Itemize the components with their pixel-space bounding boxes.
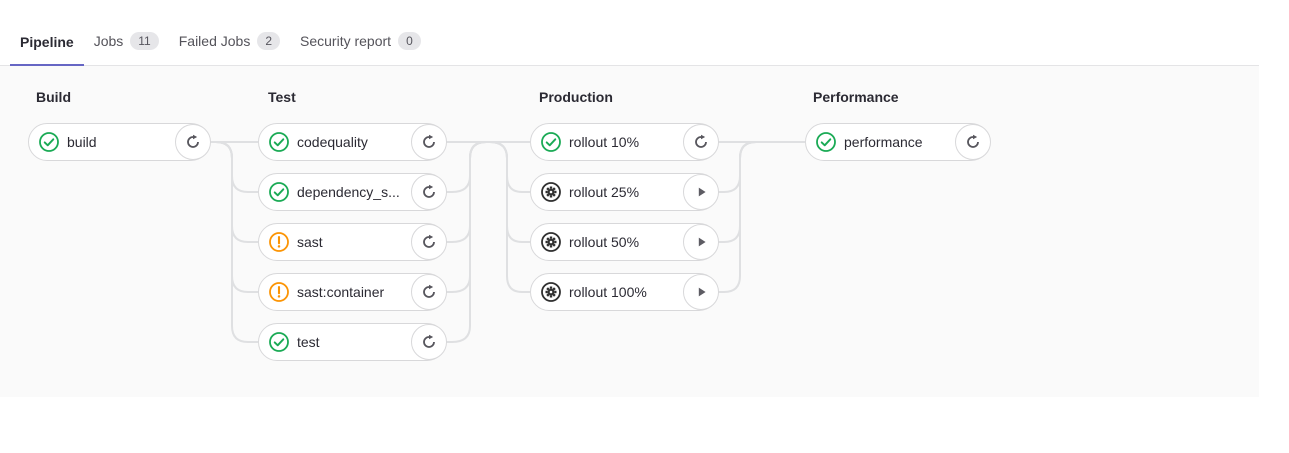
job-label: rollout 10% <box>569 134 640 150</box>
play-icon <box>698 187 706 197</box>
play-rollout-25-button[interactable] <box>683 174 719 210</box>
stage-heading-test: Test <box>268 89 296 105</box>
retry-dependency-scanning-button[interactable] <box>411 174 447 210</box>
retry-build-button[interactable] <box>175 124 211 160</box>
job-label: sast:container <box>297 284 385 300</box>
retry-icon <box>423 184 435 198</box>
retry-rollout-10-button[interactable] <box>683 124 719 160</box>
job-label: rollout 25% <box>569 184 640 200</box>
pipeline-tabbar: Pipeline Jobs 11 Failed Jobs 2 Security … <box>0 0 1259 66</box>
job-rollout-100[interactable]: rollout 100% <box>530 273 719 311</box>
status-manual-gear-icon <box>540 281 562 303</box>
retry-icon <box>187 134 199 148</box>
status-success-icon <box>816 132 836 152</box>
play-icon <box>698 287 706 297</box>
retry-icon <box>423 334 435 348</box>
retry-icon <box>423 284 435 298</box>
job-build[interactable]: build <box>28 123 211 161</box>
tab-security-report[interactable]: Security report 0 <box>290 31 431 65</box>
job-label: build <box>67 134 97 150</box>
job-label: rollout 50% <box>569 234 640 250</box>
status-success-icon <box>39 132 59 152</box>
job-label: performance <box>844 134 923 150</box>
job-sast-container[interactable]: sast:container <box>258 273 447 311</box>
retry-icon <box>967 134 979 148</box>
play-icon <box>698 237 706 247</box>
stage-heading-performance: Performance <box>813 89 899 105</box>
retry-icon <box>423 234 435 248</box>
retry-icon <box>423 134 435 148</box>
retry-test-button[interactable] <box>411 324 447 360</box>
retry-performance-button[interactable] <box>955 124 991 160</box>
status-success-icon <box>541 132 561 152</box>
stage-heading-production: Production <box>539 89 613 105</box>
job-codequality[interactable]: codequality <box>258 123 447 161</box>
play-rollout-100-button[interactable] <box>683 274 719 310</box>
status-success-icon <box>269 332 289 352</box>
tab-pipeline-label: Pipeline <box>20 34 74 50</box>
tab-pipeline[interactable]: Pipeline <box>10 34 84 66</box>
job-label: rollout 100% <box>569 284 647 300</box>
failed-jobs-count-badge: 2 <box>257 31 281 50</box>
status-manual-gear-icon <box>540 231 562 253</box>
job-sast[interactable]: sast <box>258 223 447 261</box>
tab-jobs[interactable]: Jobs 11 <box>84 31 169 65</box>
job-label: dependency_s... <box>297 184 400 200</box>
tab-security-report-label: Security report <box>300 32 392 49</box>
status-warning-icon <box>268 281 290 303</box>
job-label: test <box>297 334 320 350</box>
stage-heading-build: Build <box>36 89 71 105</box>
tab-failed-jobs-label: Failed Jobs <box>178 32 251 49</box>
job-rollout-25[interactable]: rollout 25% <box>530 173 719 211</box>
status-success-icon <box>269 182 289 202</box>
status-success-icon <box>269 132 289 152</box>
retry-sast-container-button[interactable] <box>411 274 447 310</box>
tab-jobs-label: Jobs <box>93 32 124 49</box>
jobs-count-badge: 11 <box>130 31 159 50</box>
job-performance[interactable]: performance <box>805 123 991 161</box>
retry-sast-button[interactable] <box>411 224 447 260</box>
play-rollout-50-button[interactable] <box>683 224 719 260</box>
job-label: sast <box>297 234 323 250</box>
job-test[interactable]: test <box>258 323 447 361</box>
status-manual-gear-icon <box>540 181 562 203</box>
job-rollout-10[interactable]: rollout 10% <box>530 123 719 161</box>
security-report-count-badge: 0 <box>398 31 421 50</box>
status-warning-icon <box>268 231 290 253</box>
tab-failed-jobs[interactable]: Failed Jobs 2 <box>169 31 290 65</box>
retry-codequality-button[interactable] <box>411 124 447 160</box>
job-dependency-scanning[interactable]: dependency_s... <box>258 173 447 211</box>
job-label: codequality <box>297 134 368 150</box>
retry-icon <box>695 134 707 148</box>
job-rollout-50[interactable]: rollout 50% <box>530 223 719 261</box>
